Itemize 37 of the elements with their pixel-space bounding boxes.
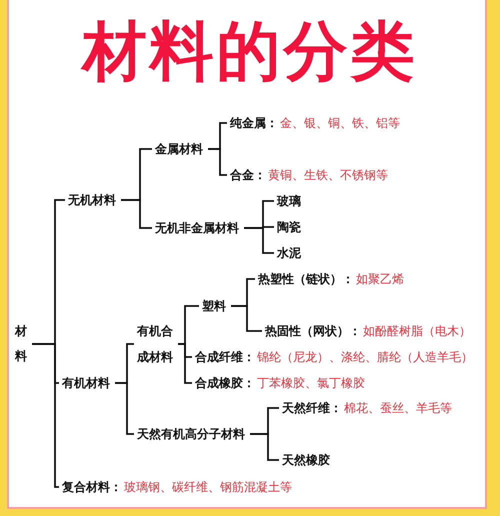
- example-text: 金、银、铜、铁、铝等: [280, 115, 400, 132]
- connector-line: [178, 343, 192, 384]
- example-text: 丁苯橡胶、氯丁橡胶: [257, 375, 365, 392]
- example-text: 棉花、蚕丝、羊毛等: [344, 400, 452, 417]
- category-label: 有机合成材料: [137, 318, 173, 370]
- connector-line: [121, 199, 152, 229]
- category-label: 合成橡胶：: [195, 374, 255, 392]
- category-label: 水泥: [277, 244, 301, 262]
- category-label: 无机材料: [68, 191, 116, 209]
- example-text: 玻璃钢、碳纤维、钢筋混凝土等: [124, 479, 292, 496]
- category-label: 金属材料: [155, 140, 203, 158]
- root-label: 材料: [15, 318, 27, 370]
- connector-line: [115, 382, 134, 435]
- example-text: 如聚乙烯: [356, 271, 404, 288]
- connector-line: [208, 148, 227, 176]
- category-label: 有机材料: [62, 374, 110, 392]
- category-label: 玻璃: [277, 192, 301, 210]
- category-label: 天然纤维：: [282, 399, 342, 417]
- example-text: 锦纶（尼龙）、涤纶、腈纶（人造羊毛）: [257, 349, 473, 366]
- category-label: 复合材料：: [62, 478, 122, 496]
- connector-line: [231, 305, 262, 332]
- category-label: 天然有机高分子材料: [137, 425, 245, 443]
- category-label: 陶瓷: [277, 218, 301, 236]
- category-label: 纯金属：: [230, 114, 278, 132]
- connector-line: [250, 433, 279, 461]
- example-text: 如酚醛树脂（电木）: [363, 323, 471, 340]
- category-label: 无机非金属材料: [155, 219, 239, 237]
- title: 材料的分类: [82, 14, 418, 88]
- example-text: 黄铜、生铁、不锈钢等: [268, 167, 388, 184]
- connector-line: [32, 343, 59, 488]
- category-label: 塑料: [202, 297, 226, 315]
- category-label: 天然橡胶: [282, 451, 330, 469]
- category-label: 热塑性（链状）：: [258, 270, 354, 288]
- category-label: 热固性（网状）：: [265, 322, 361, 340]
- category-label: 合成纤维：: [195, 348, 255, 366]
- connector-line: [244, 227, 274, 254]
- category-label: 合金：: [230, 166, 266, 184]
